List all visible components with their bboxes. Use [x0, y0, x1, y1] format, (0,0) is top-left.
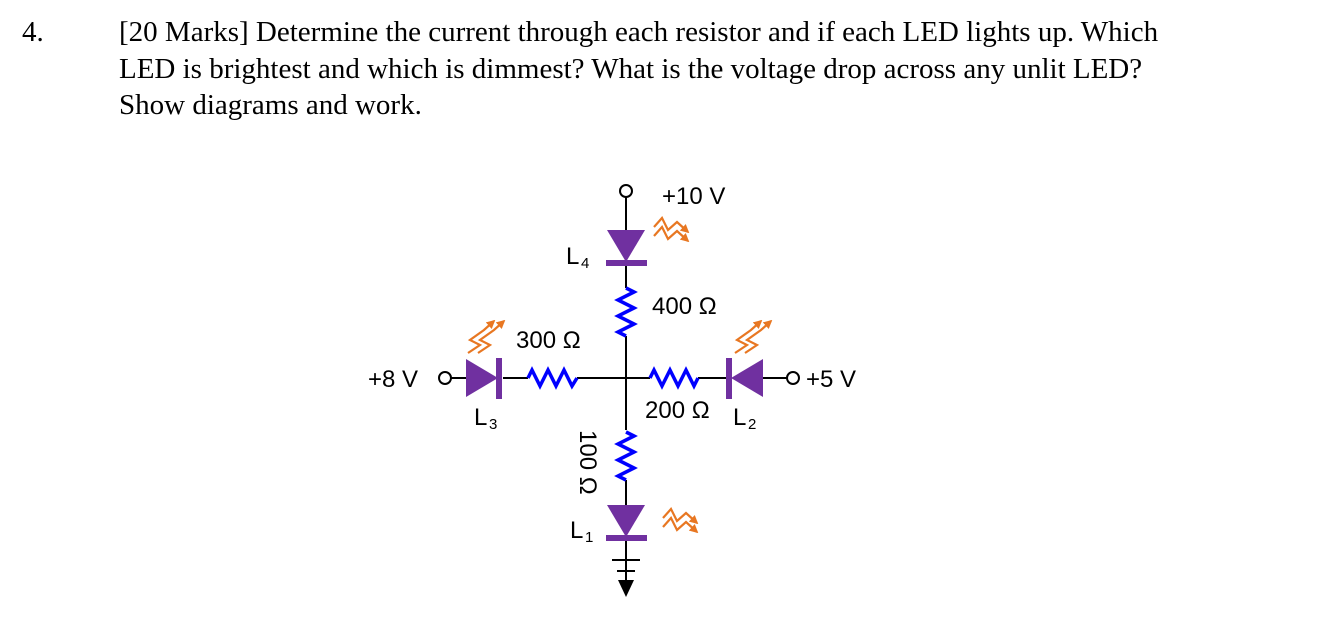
led-l1: [606, 505, 647, 541]
svg-text:4: 4: [581, 255, 589, 272]
led-l3-triangle: [466, 359, 498, 397]
light-arrows-l4-icon: [653, 216, 690, 243]
question-line-3: Show diagrams and work.: [119, 89, 422, 121]
led-l2: [726, 358, 763, 399]
question-line-1: [20 Marks] Determine the current through…: [119, 16, 1159, 48]
resistor-100-label: 100 Ω: [574, 430, 601, 495]
led-l3: [466, 358, 502, 399]
terminal-right: [786, 371, 800, 385]
resistor-200: [648, 366, 700, 390]
led-l3-bar: [496, 358, 502, 399]
resistor-100: [614, 430, 638, 482]
svg-text:L: L: [474, 404, 487, 431]
led-l4: [606, 230, 647, 266]
resistor-300-label: 300 Ω: [516, 327, 581, 354]
question-text: [20 Marks] Determine the current through…: [119, 14, 1299, 124]
question-number: 4.: [22, 16, 44, 48]
terminal-top: [619, 184, 633, 198]
svg-text:3: 3: [489, 416, 497, 433]
led-l3-label: L 3: [474, 404, 497, 433]
light-arrows: [467, 216, 773, 534]
led-l4-label: L 4: [566, 243, 589, 272]
led-l1-bar: [606, 535, 647, 541]
led-l2-triangle: [731, 359, 763, 397]
led-l2-label: L 2: [733, 404, 756, 433]
resistor-300: [526, 366, 579, 390]
led-l1-label: L 1: [570, 517, 593, 546]
question-line-2: LED is brightest and which is dimmest? W…: [119, 52, 1143, 85]
light-arrows-l2-icon: [734, 319, 773, 354]
led-l1-triangle: [607, 505, 645, 537]
source-top-label: +10 V: [662, 183, 725, 210]
svg-text:L: L: [733, 404, 746, 431]
svg-text:1: 1: [585, 529, 593, 546]
svg-text:2: 2: [748, 416, 756, 433]
svg-text:L: L: [566, 243, 579, 270]
resistor-400: [614, 286, 638, 338]
ground-icon: [612, 559, 640, 597]
light-arrows-l3-icon: [467, 319, 506, 354]
leds: [466, 230, 763, 541]
source-left-label: +8 V: [368, 366, 418, 393]
terminal-left: [438, 371, 452, 385]
source-right-label: +5 V: [806, 366, 856, 393]
resistors: [526, 286, 700, 482]
led-l4-triangle: [607, 230, 645, 262]
resistor-200-label: 200 Ω: [645, 397, 710, 424]
light-arrows-l1-icon: [662, 507, 699, 534]
resistor-400-label: 400 Ω: [652, 293, 717, 320]
led-l2-bar: [726, 358, 732, 399]
svg-text:L: L: [570, 517, 583, 544]
led-l4-bar: [606, 260, 647, 266]
wires: [451, 197, 787, 582]
